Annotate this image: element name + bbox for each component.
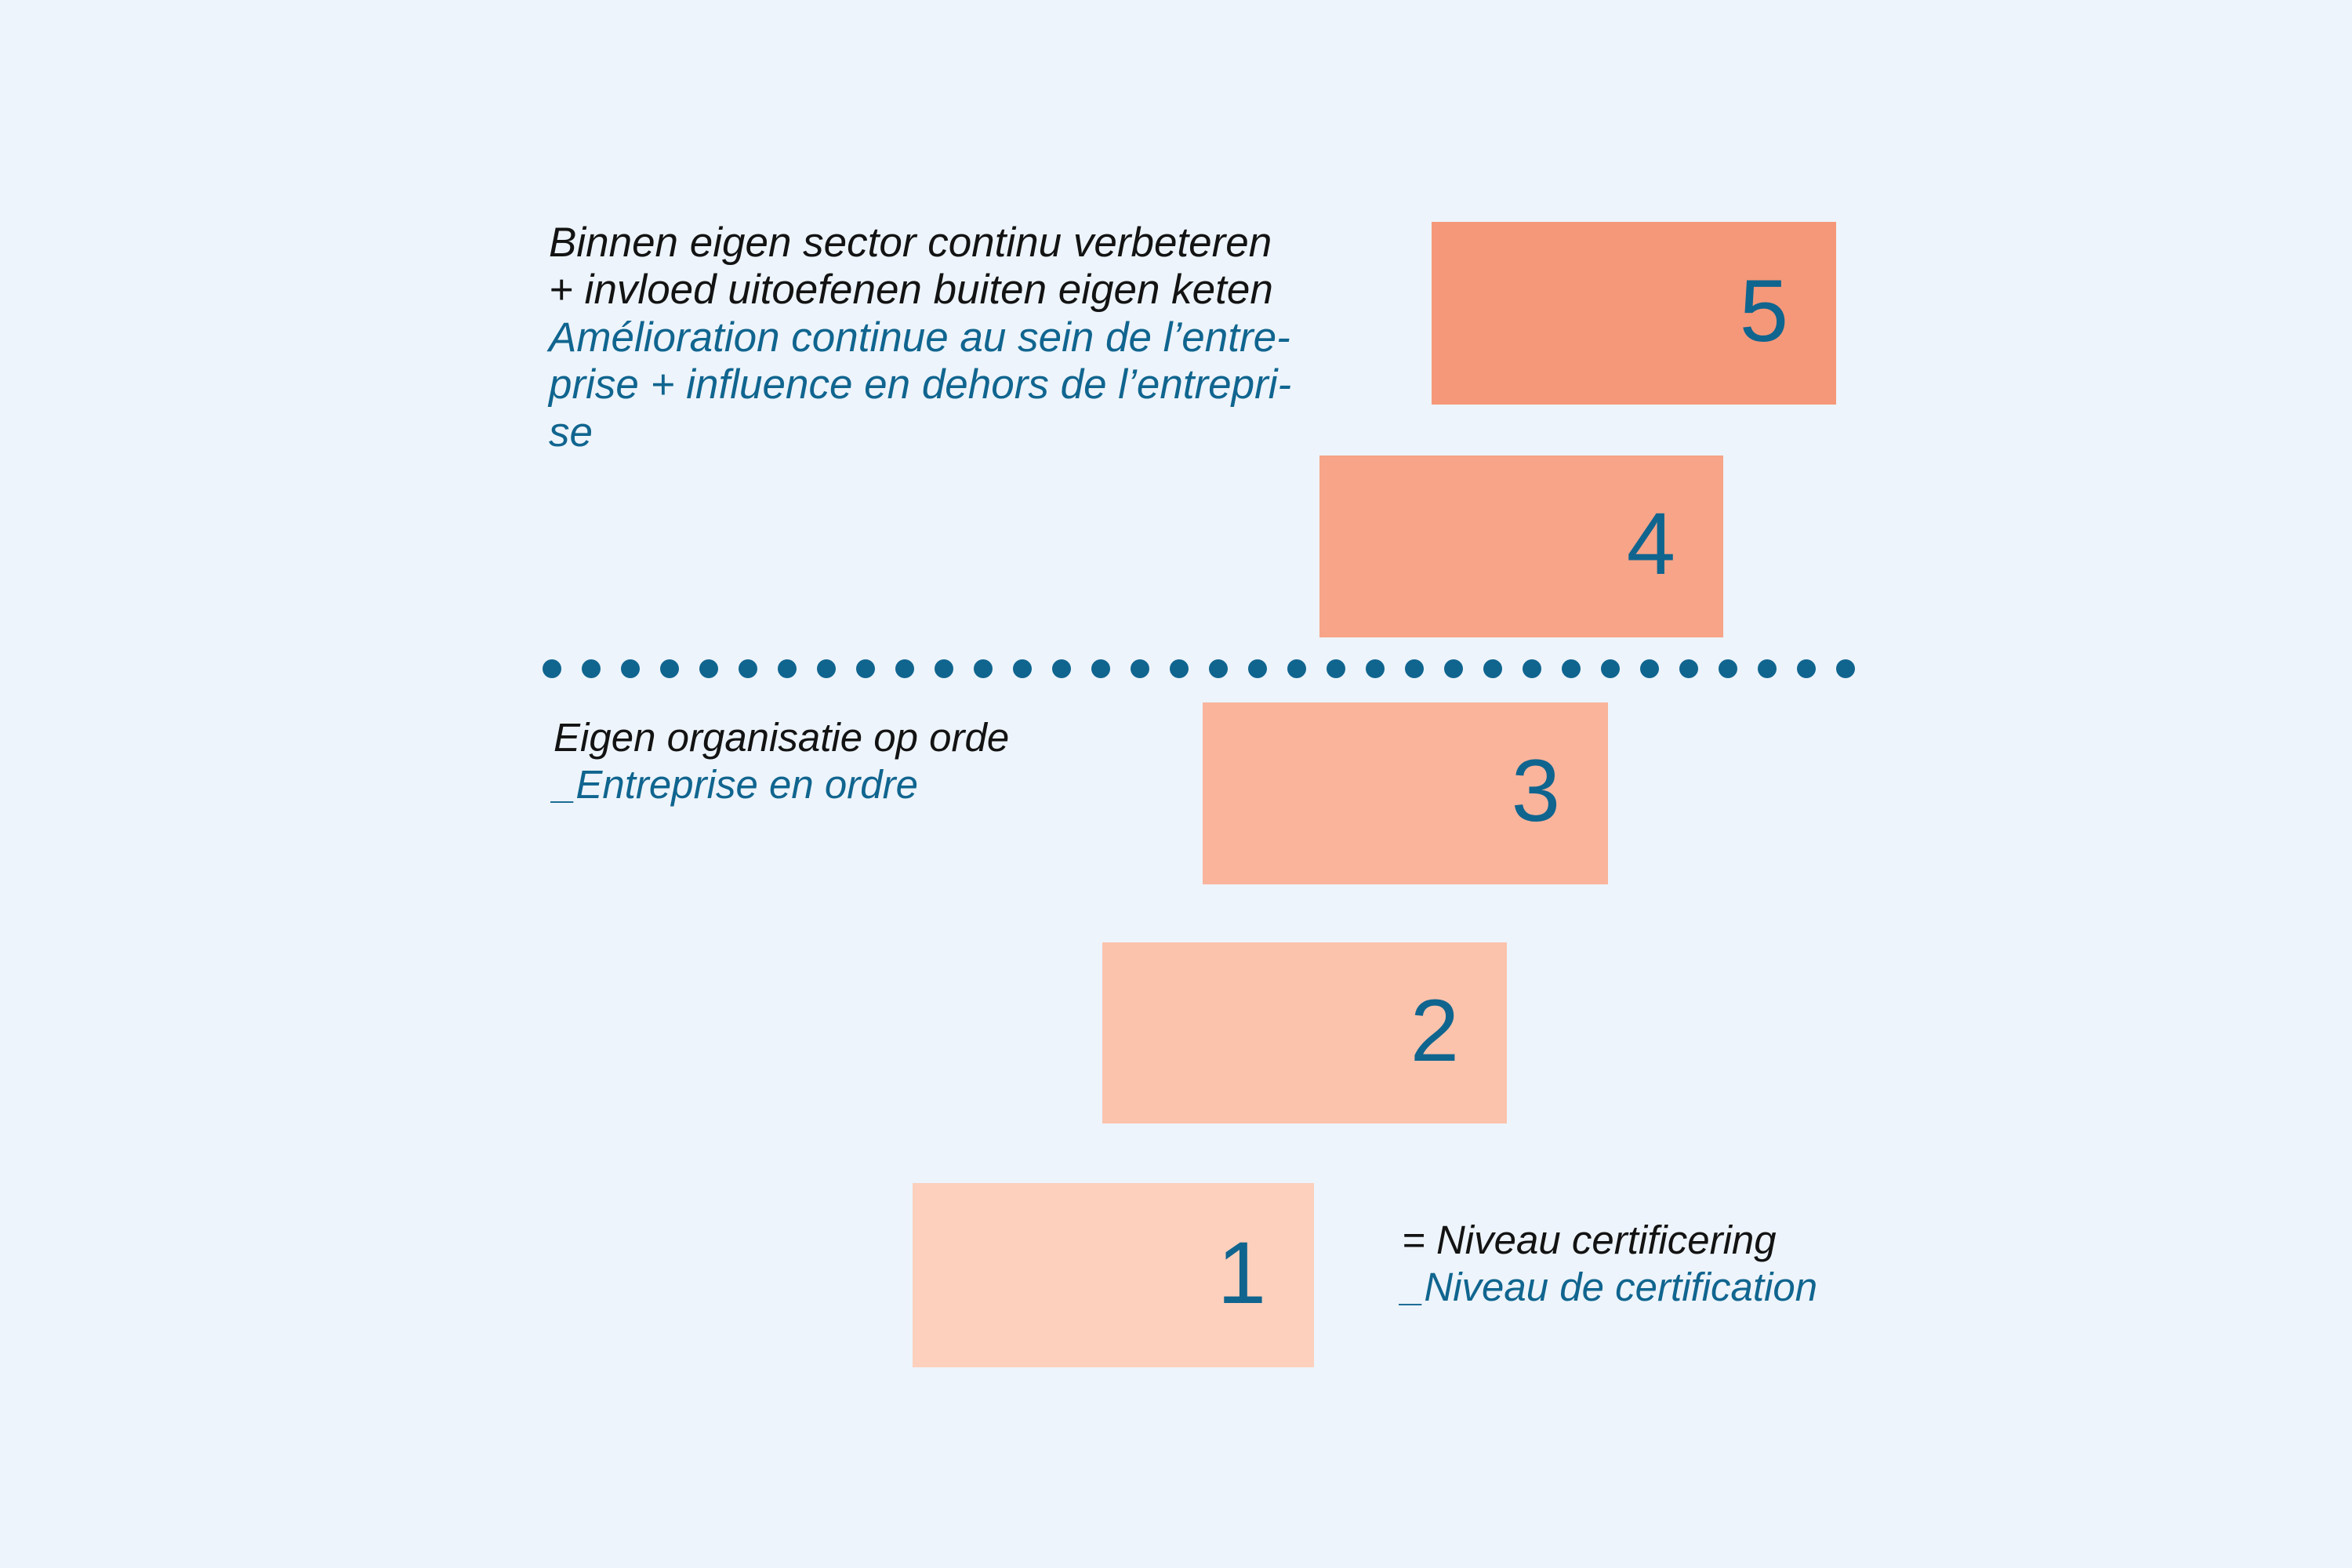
divider-dot — [1248, 659, 1267, 678]
level-bar-5-number: 5 — [1739, 261, 1788, 360]
divider-dot — [1679, 659, 1698, 678]
divider-dot — [1013, 659, 1032, 678]
label-upper-fr-line2: prise + influence en dehors de l’entrepr… — [549, 361, 1292, 408]
divider-dot — [778, 659, 797, 678]
divider-dot — [817, 659, 836, 678]
label-upper-group: Binnen eigen sector continu verbeteren +… — [549, 220, 1341, 456]
label-upper-nl-line1: Binnen eigen sector continu verbeteren — [549, 220, 1272, 266]
divider-dot — [1131, 659, 1149, 678]
label-lower-fr-line1: _Entreprise en ordre — [554, 761, 918, 807]
divider-dot — [1523, 659, 1541, 678]
divider-dot — [1287, 659, 1306, 678]
level-bar-1: 1 — [913, 1183, 1314, 1367]
divider-dot — [582, 659, 601, 678]
divider-dot — [1209, 659, 1228, 678]
dotted-divider — [543, 659, 1855, 678]
divider-dot — [1091, 659, 1110, 678]
level-bar-2-number: 2 — [1410, 981, 1459, 1080]
level-bar-4: 4 — [1319, 456, 1723, 637]
label-upper-fr-line1: Amélioration continue au sein de l’entre… — [549, 314, 1290, 361]
divider-dot — [621, 659, 640, 678]
level-bar-4-number: 4 — [1626, 495, 1675, 593]
divider-dot — [1483, 659, 1502, 678]
divider-dot — [1719, 659, 1737, 678]
label-upper-nl-line2: + invloed uitoefenen buiten eigen keten — [549, 267, 1273, 314]
label-upper-fr-line3: se — [549, 408, 593, 456]
level-bar-5: 5 — [1432, 222, 1836, 405]
divider-dot — [660, 659, 679, 678]
divider-dot — [1797, 659, 1816, 678]
divider-dot — [1170, 659, 1189, 678]
legend-fr-line1: _Niveau de certification — [1402, 1264, 1818, 1309]
divider-dot — [1562, 659, 1581, 678]
divider-dot — [1444, 659, 1463, 678]
divider-dot — [1640, 659, 1659, 678]
divider-dot — [1052, 659, 1071, 678]
label-lower-group: Eigen organisatie op orde _Entreprise en… — [554, 714, 1165, 808]
level-bar-1-number: 1 — [1217, 1223, 1266, 1322]
divider-dot — [739, 659, 757, 678]
divider-dot — [1327, 659, 1345, 678]
divider-dot — [543, 659, 561, 678]
divider-dot — [1836, 659, 1855, 678]
level-bar-3-number: 3 — [1511, 742, 1560, 840]
divider-dot — [974, 659, 993, 678]
level-bar-3: 3 — [1203, 702, 1608, 884]
divider-dot — [1405, 659, 1424, 678]
divider-dot — [1601, 659, 1620, 678]
divider-dot — [699, 659, 718, 678]
divider-dot — [1366, 659, 1385, 678]
certification-legend: = Niveau certificering _Niveau de certif… — [1402, 1217, 1951, 1310]
divider-dot — [895, 659, 914, 678]
label-lower-nl-line1: Eigen organisatie op orde — [554, 715, 1010, 760]
divider-dot — [1758, 659, 1777, 678]
divider-dot — [856, 659, 875, 678]
legend-nl-line1: = Niveau certificering — [1402, 1218, 1777, 1262]
level-bar-2: 2 — [1102, 942, 1507, 1123]
divider-dot — [935, 659, 953, 678]
